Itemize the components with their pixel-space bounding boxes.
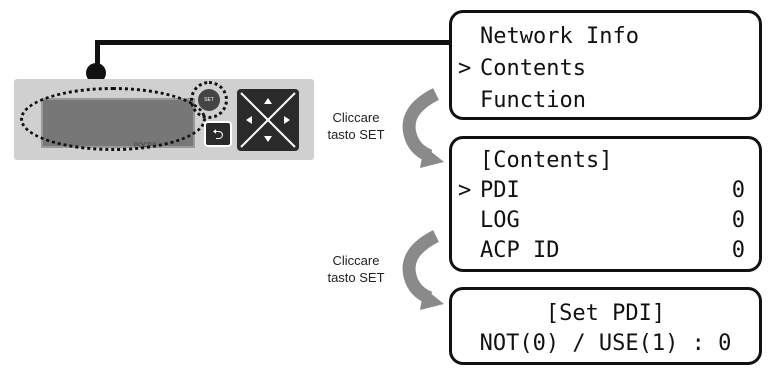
- arrow-right-icon: [284, 116, 290, 124]
- cursor-icon: >: [458, 178, 472, 203]
- contents-row-pdi[interactable]: > PDI 0: [458, 178, 745, 203]
- arrow-left-icon: [246, 116, 252, 124]
- curved-arrow-icon: [402, 230, 444, 310]
- contents-row-acp-id[interactable]: ACP ID 0: [480, 238, 745, 263]
- control-panel: PQCPC SET ⮌: [14, 79, 314, 160]
- display-highlight: [20, 87, 206, 151]
- menu-item-network-info[interactable]: Network Info: [480, 24, 639, 49]
- brand-label: PQCPC: [134, 143, 157, 149]
- direction-pad[interactable]: [237, 89, 299, 151]
- step-note-2: Cliccare tasto SET: [327, 253, 385, 285]
- set-button[interactable]: SET: [198, 89, 220, 111]
- lcd-set-pdi: [Set PDI] NOT(0) / USE(1) : 0: [449, 287, 762, 365]
- menu-item-contents[interactable]: > Contents: [458, 56, 586, 81]
- lcd-contents-menu: [Contents] > PDI 0 LOG 0 ACP ID 0: [449, 136, 762, 272]
- connector-line-vertical: [95, 40, 100, 73]
- set-pdi-title: [Set PDI]: [545, 301, 666, 326]
- contents-row-log[interactable]: LOG 0: [480, 208, 745, 233]
- menu-item-function[interactable]: Function: [480, 88, 586, 113]
- lcd-main-menu: Network Info > Contents Function: [449, 10, 762, 120]
- arrow-up-icon: [264, 98, 272, 104]
- contents-title: [Contents]: [480, 148, 613, 173]
- set-button-highlight: [190, 81, 228, 119]
- cursor-icon: >: [458, 56, 472, 81]
- back-button[interactable]: ⮌: [204, 121, 232, 147]
- connector-line: [95, 40, 455, 45]
- back-arrow-icon: ⮌: [212, 126, 224, 142]
- step-note-1: Cliccare tasto SET: [327, 110, 385, 142]
- curved-arrow-icon: [402, 88, 444, 168]
- connector-dot: [86, 63, 106, 83]
- set-pdi-option-line[interactable]: NOT(0) / USE(1) : 0: [479, 331, 732, 356]
- arrow-down-icon: [264, 136, 272, 142]
